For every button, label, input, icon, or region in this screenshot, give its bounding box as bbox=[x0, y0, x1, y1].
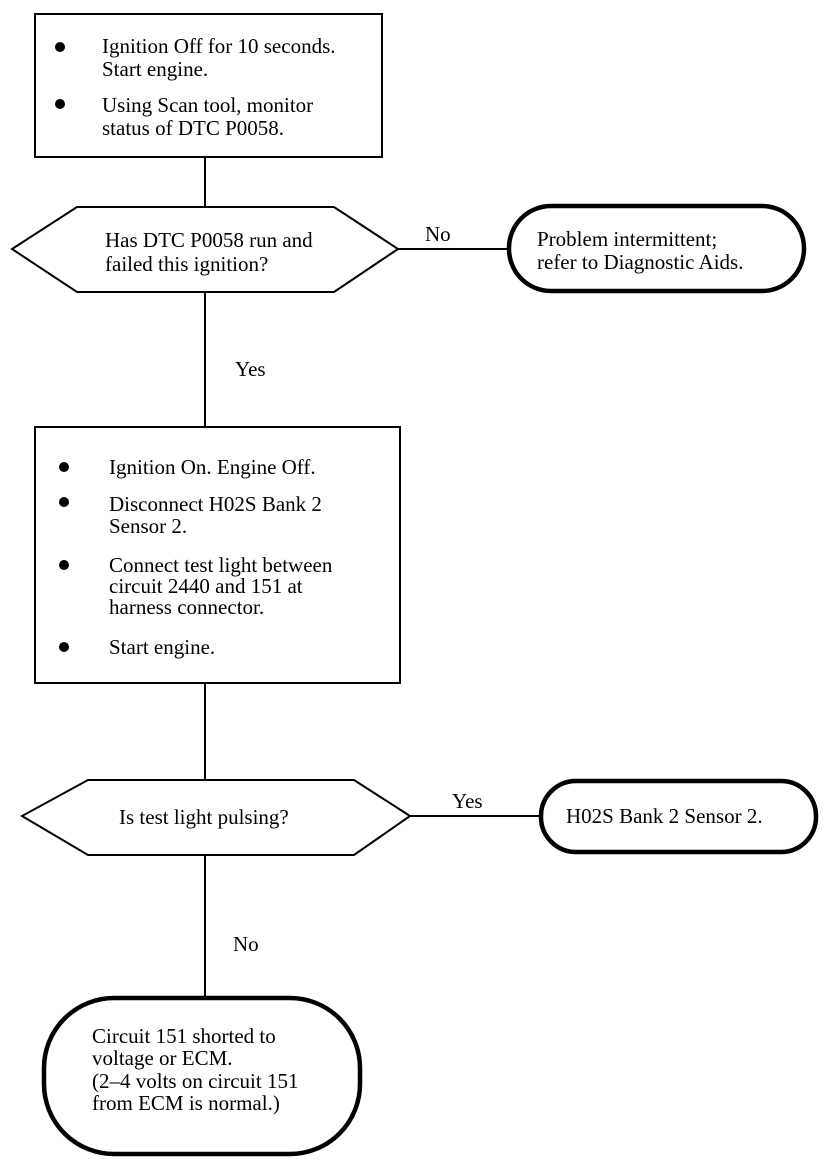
text-line: Start engine. bbox=[109, 635, 215, 659]
step-1-bullet-2: Using Scan tool, monitor status of DTC P… bbox=[102, 93, 318, 140]
step-box-1-frame bbox=[34, 13, 383, 158]
text-line: Ignition Off for 10 seconds. bbox=[102, 34, 336, 58]
terminal-2-text: H02S Bank 2 Sensor 2. bbox=[566, 804, 763, 828]
decision-2-question: Is test light pulsing? bbox=[119, 805, 289, 829]
bullet-point bbox=[55, 99, 65, 109]
decision-2-yes-label: Yes bbox=[452, 789, 483, 813]
text-line: Is test light pulsing? bbox=[119, 805, 289, 829]
text-line: (2–4 volts on circuit 151 bbox=[92, 1069, 298, 1093]
text-line: Has DTC P0058 run and bbox=[105, 228, 313, 252]
decision-2: Is test light pulsing? Yes No bbox=[19, 779, 483, 956]
decision-1-question: Has DTC P0058 run and failed this igniti… bbox=[105, 228, 318, 276]
bullet-point bbox=[59, 560, 69, 570]
bullet-point bbox=[59, 462, 69, 472]
step-box-1: Ignition Off for 10 seconds. Start engin… bbox=[34, 13, 383, 158]
text-line: Start engine. bbox=[102, 57, 208, 81]
text-line: circuit 2440 and 151 at bbox=[109, 574, 303, 598]
decision-1: Has DTC P0058 run and failed this igniti… bbox=[10, 206, 451, 381]
terminal-1-text: Problem intermittent; refer to Diagnosti… bbox=[537, 227, 743, 274]
step-box-2: Ignition On. Engine Off. Disconnect H02S… bbox=[34, 426, 401, 684]
text-line: status of DTC P0058. bbox=[102, 116, 284, 140]
text-line: harness connector. bbox=[109, 595, 264, 619]
text-line: from ECM is normal.) bbox=[92, 1091, 280, 1115]
text-line: Using Scan tool, monitor bbox=[102, 93, 313, 117]
decision-2-hexagon bbox=[19, 779, 412, 856]
terminal-3-frame bbox=[41, 995, 363, 1157]
text-line: voltage or ECM. bbox=[92, 1046, 233, 1070]
terminal-2-frame bbox=[538, 778, 819, 855]
terminal-1-frame bbox=[506, 203, 807, 294]
text-line: refer to Diagnostic Aids. bbox=[537, 250, 743, 274]
text-line: Circuit 151 shorted to bbox=[92, 1024, 276, 1048]
step-1-bullet-1: Ignition Off for 10 seconds. Start engin… bbox=[102, 34, 341, 81]
text-line: H02S Bank 2 Sensor 2. bbox=[566, 804, 763, 828]
bullet-point bbox=[59, 497, 69, 507]
bullet-point bbox=[55, 42, 65, 52]
text-line: Problem intermittent; bbox=[537, 227, 717, 251]
step-2-bullet-4: Start engine. bbox=[109, 635, 215, 659]
text-line: Disconnect H02S Bank 2 bbox=[109, 492, 322, 516]
text-line: Connect test light between bbox=[109, 553, 333, 577]
text-line: Ignition On. Engine Off. bbox=[109, 455, 316, 479]
step-2-bullet-2: Disconnect H02S Bank 2 Sensor 2. bbox=[109, 492, 327, 538]
step-2-bullet-1: Ignition On. Engine Off. bbox=[109, 455, 316, 479]
terminal-2: H02S Bank 2 Sensor 2. bbox=[538, 778, 819, 855]
bullet-point bbox=[59, 642, 69, 652]
step-box-2-frame bbox=[34, 426, 401, 684]
text-line: Sensor 2. bbox=[109, 514, 187, 538]
decision-2-no-label: No bbox=[233, 932, 259, 956]
step-2-bullet-3: Connect test light between circuit 2440 … bbox=[109, 553, 338, 619]
decision-1-yes-label: Yes bbox=[235, 357, 266, 381]
decision-1-hexagon bbox=[10, 206, 400, 293]
text-line: failed this ignition? bbox=[105, 252, 268, 276]
terminal-1: Problem intermittent; refer to Diagnosti… bbox=[506, 203, 807, 294]
decision-1-no-label: No bbox=[425, 222, 451, 246]
terminal-3-text: Circuit 151 shorted to voltage or ECM. (… bbox=[92, 1024, 304, 1115]
terminal-3: Circuit 151 shorted to voltage or ECM. (… bbox=[41, 995, 363, 1157]
